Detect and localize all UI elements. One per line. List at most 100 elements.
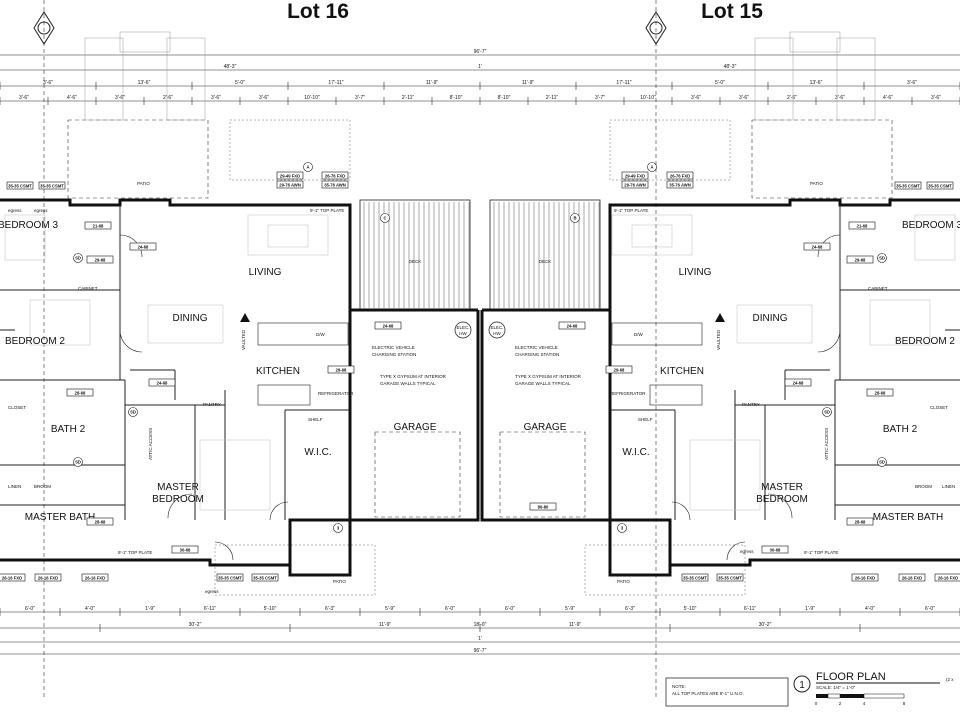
dim-label: 3'-6": [931, 95, 941, 101]
svg-text:29-49 FXD: 29-49 FXD: [625, 174, 645, 179]
tag-w5: 26-16 FXD: [0, 573, 26, 582]
fridge-right: REFRIGERATOR: [610, 391, 646, 396]
dim-label: 2'-11": [402, 95, 415, 101]
dim-label: 4'-6": [883, 95, 893, 101]
dim-label: 17'-11": [616, 80, 631, 86]
svg-text:21-68: 21-68: [857, 224, 868, 229]
dim-label: 5'-0": [235, 80, 245, 86]
label-dining-left: DINING: [173, 313, 208, 324]
dim-label: 6'-11": [204, 606, 217, 612]
dim-label: 3'-7": [595, 95, 605, 101]
dim-label: 6'-0": [25, 606, 35, 612]
tag-d1: 29-68: [846, 255, 874, 264]
broom-left: BROOM: [34, 484, 51, 489]
dim-label: 13'-6": [138, 80, 151, 86]
svg-text:24-68: 24-68: [567, 324, 578, 329]
svg-text:24-68: 24-68: [383, 324, 394, 329]
tag-w4: 35-35 CSMT: [251, 573, 279, 582]
svg-text:29-49 FXD: 29-49 FXD: [280, 174, 300, 179]
dim-bottom-row-2: 30'-2"11'-9"11'-9"30'-2": [99, 622, 861, 632]
tag-d3: 21-68: [848, 221, 876, 230]
svg-text:2: 2: [839, 701, 842, 706]
svg-text:30-68: 30-68: [180, 548, 191, 553]
marker-num_3: 3: [617, 523, 627, 533]
svg-text:SD: SD: [75, 460, 81, 465]
svg-text:35-76 AWN: 35-76 AWN: [324, 183, 346, 188]
top-plate-4: 9'-1" TOP PLATE: [804, 550, 838, 555]
fridge-left: REFRIGERATOR: [318, 391, 354, 396]
tag-d4: 28-68: [846, 517, 874, 526]
dim-label: 4'-0": [85, 606, 95, 612]
tag-w4: 35-35 CSMT: [894, 181, 922, 190]
dim-center: 1': [478, 64, 482, 70]
svg-text:24-68: 24-68: [793, 381, 804, 386]
marker-grid_a: A: [647, 162, 657, 172]
egress-top-left: egress: [8, 208, 22, 213]
svg-text:ELEC.: ELEC.: [456, 325, 469, 330]
closet-right: CLOSET: [930, 405, 948, 410]
small-notes: CABINET CABINET CLOSET CLOSET LINEN BROO…: [8, 181, 955, 594]
svg-text:35-35 CSMT: 35-35 CSMT: [40, 184, 64, 189]
svg-text:28-68: 28-68: [75, 391, 86, 396]
lot-16-title: Lot 16: [287, 0, 349, 23]
tag-d5: 30-68: [171, 545, 199, 554]
dim-label: 3'-6": [115, 95, 125, 101]
marker-grid_a: A: [303, 162, 313, 172]
dim-label: 11'-9": [522, 80, 535, 86]
tag-d2: 24-68: [784, 378, 812, 387]
ev-note-right-1: ELECTRIC VEHICLE: [515, 345, 558, 350]
tag-d7: 80-80: [529, 502, 557, 511]
dim-unit-left: 48'-3": [224, 64, 237, 70]
tag-w1: 29-49 FXD: [276, 171, 304, 180]
deck-label-left: DECK: [409, 259, 422, 264]
tag-w4: 35-35 CSMT: [6, 181, 34, 190]
dim-label: 4'-0": [865, 606, 875, 612]
svg-text:A: A: [306, 165, 309, 170]
dim-row-2: 3'-6"13'-6"5'-0"17'-11"11'-9"11'-9"17'-1…: [0, 80, 960, 90]
svg-text:21-68: 21-68: [93, 224, 104, 229]
gypsum-right-1: TYPE X GYPSUM AT INTERIOR: [515, 374, 582, 379]
dim-overall-top: 96'-7": [474, 49, 487, 55]
dim-label: 6'-3": [325, 606, 335, 612]
svg-text:0: 0: [815, 701, 818, 706]
tag-d2: 24-68: [803, 242, 831, 251]
tag-d2: 24-68: [148, 378, 176, 387]
dw-left: D/W: [316, 332, 326, 337]
tag-w2: 29-76 AWN: [621, 180, 649, 189]
top-dimensions: 96'-7" 48'-3" 48'-3" 1' 3'-6"13'-6"5'-0"…: [0, 49, 960, 105]
marker-sd: SD: [877, 457, 887, 467]
dim-label: 3'-6": [211, 95, 221, 101]
label-garage-left: GARAGE: [394, 422, 437, 433]
svg-text:24-68: 24-68: [812, 245, 823, 250]
label-masterbath-left: MASTER BATH: [25, 512, 95, 523]
tag-w4: 35-35 CSMT: [38, 181, 66, 190]
top-plate-1: 9'-1" TOP PLATE: [310, 208, 344, 213]
roof-overhang: [67, 31, 893, 596]
label-bath2-right: BATH 2: [883, 424, 918, 435]
marker-num_3: 3: [333, 523, 343, 533]
tag-w1: 29-49 FXD: [621, 171, 649, 180]
dim-label: 11'-9": [426, 80, 439, 86]
dim-label: 6'-3": [625, 606, 635, 612]
dim-label: 11'-9": [569, 622, 582, 628]
pantry-left: PANTRY: [203, 402, 221, 407]
footer: NOTE: ALL TOP PLATES ARE 9'-1" U.N.O. 1 …: [665, 671, 954, 707]
tag-d2: 24-68: [129, 242, 157, 251]
note-label: NOTE:: [672, 684, 686, 689]
label-living-left: LIVING: [249, 267, 282, 278]
broom-right: BROOM: [915, 484, 932, 489]
dim-label: 3'-6": [691, 95, 701, 101]
dim-label: 13'-6": [810, 80, 823, 86]
patio-bottom-right: PATIO: [617, 579, 630, 584]
svg-text:26-76 FXD: 26-76 FXD: [325, 174, 345, 179]
svg-text:26-16 FXD: 26-16 FXD: [855, 576, 875, 581]
marker-sd: SD: [73, 457, 83, 467]
svg-text:SD: SD: [130, 410, 136, 415]
label-master-left-2: BEDROOM: [152, 494, 204, 505]
lot-15-title: Lot 15: [701, 0, 763, 23]
tag-w5: 26-16 FXD: [81, 573, 109, 582]
label-bedroom2-left: BEDROOM 2: [5, 336, 65, 347]
dim-bottom-row-1: 6'-0"4'-0"1'-9"6'-11"5'-10"6'-3"5'-9"6'-…: [0, 606, 960, 616]
dim-label: 5'-9": [385, 606, 395, 612]
